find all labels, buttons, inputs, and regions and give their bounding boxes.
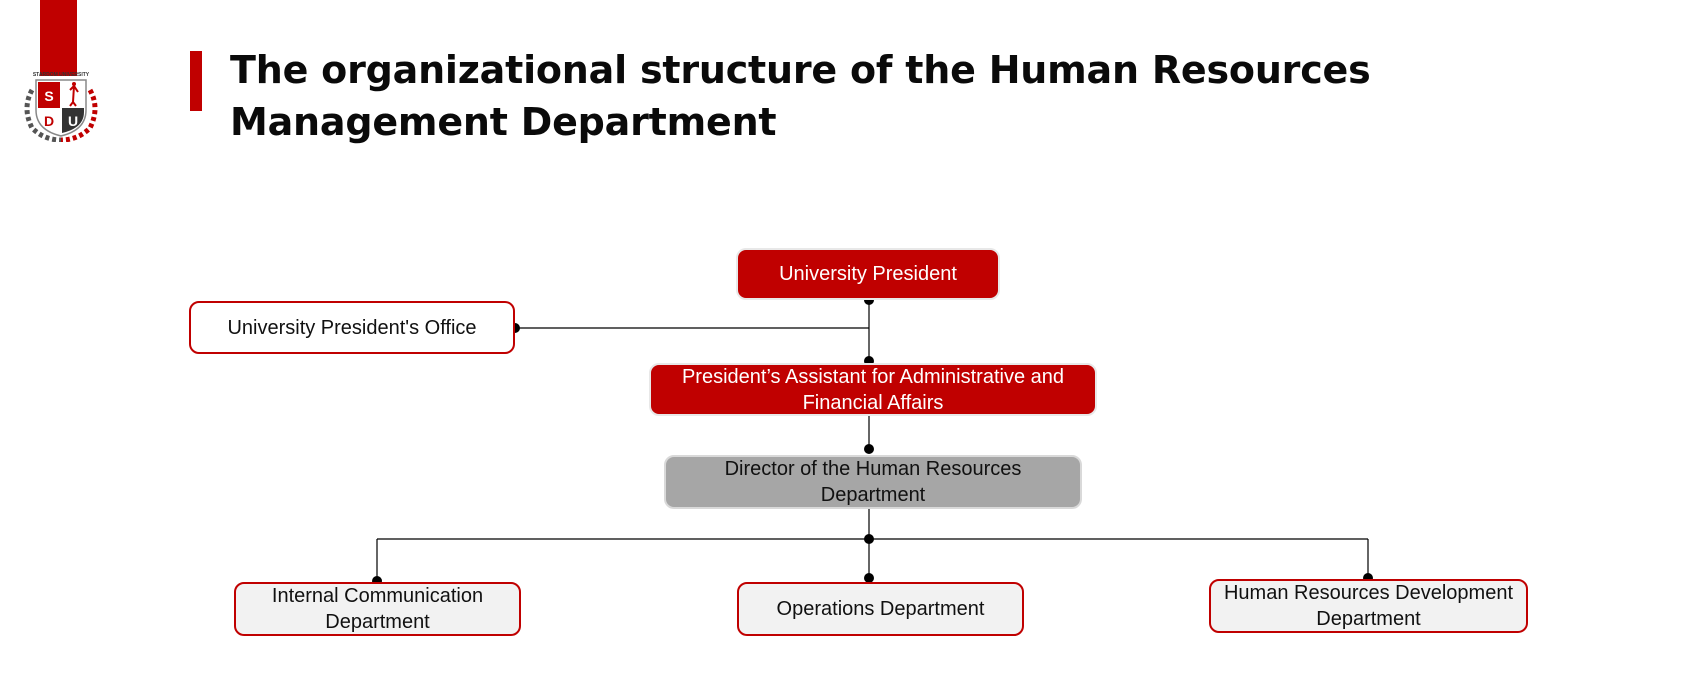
node-hr-director: Director of the Human Resources Departme… bbox=[664, 455, 1082, 509]
node-label: Human Resources Development Department bbox=[1223, 582, 1514, 630]
university-logo: STARDOM UNIVERSITY S D U bbox=[24, 72, 98, 142]
node-university-president: University President bbox=[736, 248, 1000, 300]
page-title: The organizational structure of the Huma… bbox=[230, 48, 1371, 144]
node-label: Internal Communication Department bbox=[271, 585, 484, 633]
svg-text:U: U bbox=[68, 113, 78, 129]
svg-text:STARDOM UNIVERSITY: STARDOM UNIVERSITY bbox=[33, 72, 90, 78]
node-label: University President's Office bbox=[227, 316, 477, 339]
title-accent-bar bbox=[190, 51, 202, 111]
node-operations: Operations Department bbox=[737, 582, 1024, 636]
node-internal-communication: Internal Communication Department bbox=[234, 582, 521, 636]
logo-ribbon bbox=[40, 0, 77, 76]
node-hr-development: Human Resources Development Department bbox=[1209, 579, 1528, 633]
svg-text:S: S bbox=[44, 88, 53, 104]
node-president-assistant: President’s Assistant for Administrative… bbox=[649, 363, 1097, 416]
node-label: President’s Assistant for Administrative… bbox=[681, 365, 1065, 414]
node-label: Director of the Human Resources Departme… bbox=[724, 458, 1022, 506]
svg-text:D: D bbox=[44, 113, 54, 129]
node-label: University President bbox=[779, 263, 957, 285]
node-president-office: University President's Office bbox=[189, 301, 515, 354]
node-label: Operations Department bbox=[776, 598, 985, 620]
